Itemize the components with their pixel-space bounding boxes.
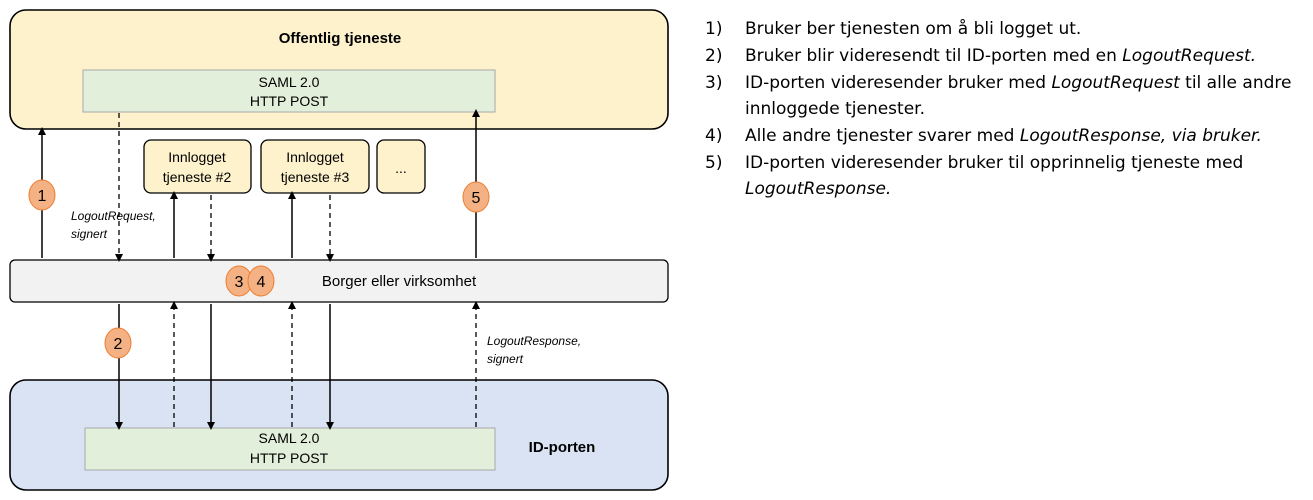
step-text: ID-porten videresender bruker med	[745, 73, 1052, 93]
step-item: 4) Alle andre tjenester svarer med Logou…	[705, 123, 1310, 149]
idporten-title: ID-porten	[529, 439, 596, 456]
step-text: Bruker ber tjenesten om å bli logget ut.	[745, 19, 1082, 39]
other-service-2-box	[143, 139, 252, 194]
citizen-label: Borger eller virksomhet	[322, 273, 477, 290]
logout-flow-diagram: Offentlig tjeneste SAML 2.0 HTTP POST In…	[9, 9, 669, 491]
other-service-more-label: ...	[395, 160, 407, 176]
steps-list: 1) Bruker ber tjenesten om å bli logget …	[705, 16, 1310, 203]
saml-top-line2: HTTP POST	[250, 93, 329, 109]
public-service-title: Offentlig tjeneste	[279, 30, 402, 47]
step-text: til alle andre innloggede tjenester.	[745, 73, 1292, 119]
badge-5: 5	[462, 181, 490, 213]
badge-5-text: 5	[472, 190, 481, 207]
step-text-emphasis: LogoutResponse, via bruker.	[1019, 126, 1262, 146]
step-text-emphasis: LogoutRequest	[1051, 73, 1180, 93]
step-number: 3)	[705, 73, 723, 93]
badge-1-text: 1	[38, 188, 47, 205]
step-text-emphasis: LogoutResponse.	[745, 179, 892, 199]
step-text: Alle andre tjenester svarer med	[745, 126, 1020, 146]
step-number: 1)	[705, 19, 723, 39]
saml-bottom-line1: SAML 2.0	[259, 430, 320, 446]
label-logout-request-line2: signert	[71, 227, 108, 241]
badge-3-text: 3	[235, 274, 244, 291]
other-service-3-box	[260, 139, 370, 194]
step-item: 3) ID-porten videresender bruker med Log…	[705, 70, 1310, 122]
saml-top-box	[82, 69, 496, 113]
step-item: 1) Bruker ber tjenesten om å bli logget …	[705, 16, 1310, 42]
badge-2: 2	[104, 327, 132, 359]
badge-4-text: 4	[257, 274, 266, 291]
label-logout-request-line1: LogoutRequest,	[71, 209, 156, 223]
step-item: 5) ID-porten videresender bruker til opp…	[705, 150, 1310, 202]
step-item: 2) Bruker blir videresendt til ID-porten…	[705, 43, 1310, 69]
step-number: 5)	[705, 153, 723, 173]
other-service-3-line2: tjeneste #3	[281, 169, 350, 185]
step-number: 2)	[705, 46, 723, 66]
other-service-3-line1: Innlogget	[286, 149, 344, 165]
citizen-bar	[9, 259, 669, 303]
step-text-emphasis: LogoutRequest.	[1122, 46, 1257, 66]
badge-2-text: 2	[114, 336, 123, 353]
other-service-2-line2: tjeneste #2	[163, 169, 232, 185]
badge-1: 1	[28, 179, 56, 211]
saml-bottom-box	[84, 427, 496, 471]
step-number: 4)	[705, 126, 723, 146]
saml-bottom-line2: HTTP POST	[250, 450, 329, 466]
other-service-2-line1: Innlogget	[168, 149, 226, 165]
step-text: Bruker blir videresendt til ID-porten me…	[745, 46, 1123, 66]
badge-4: 4	[247, 265, 275, 297]
step-text: ID-porten videresender bruker til opprin…	[745, 153, 1244, 173]
label-logout-response-line2: signert	[487, 352, 524, 366]
other-service-more-box	[376, 139, 426, 194]
label-logout-response-line1: LogoutResponse,	[487, 334, 581, 348]
saml-top-line1: SAML 2.0	[259, 74, 320, 90]
